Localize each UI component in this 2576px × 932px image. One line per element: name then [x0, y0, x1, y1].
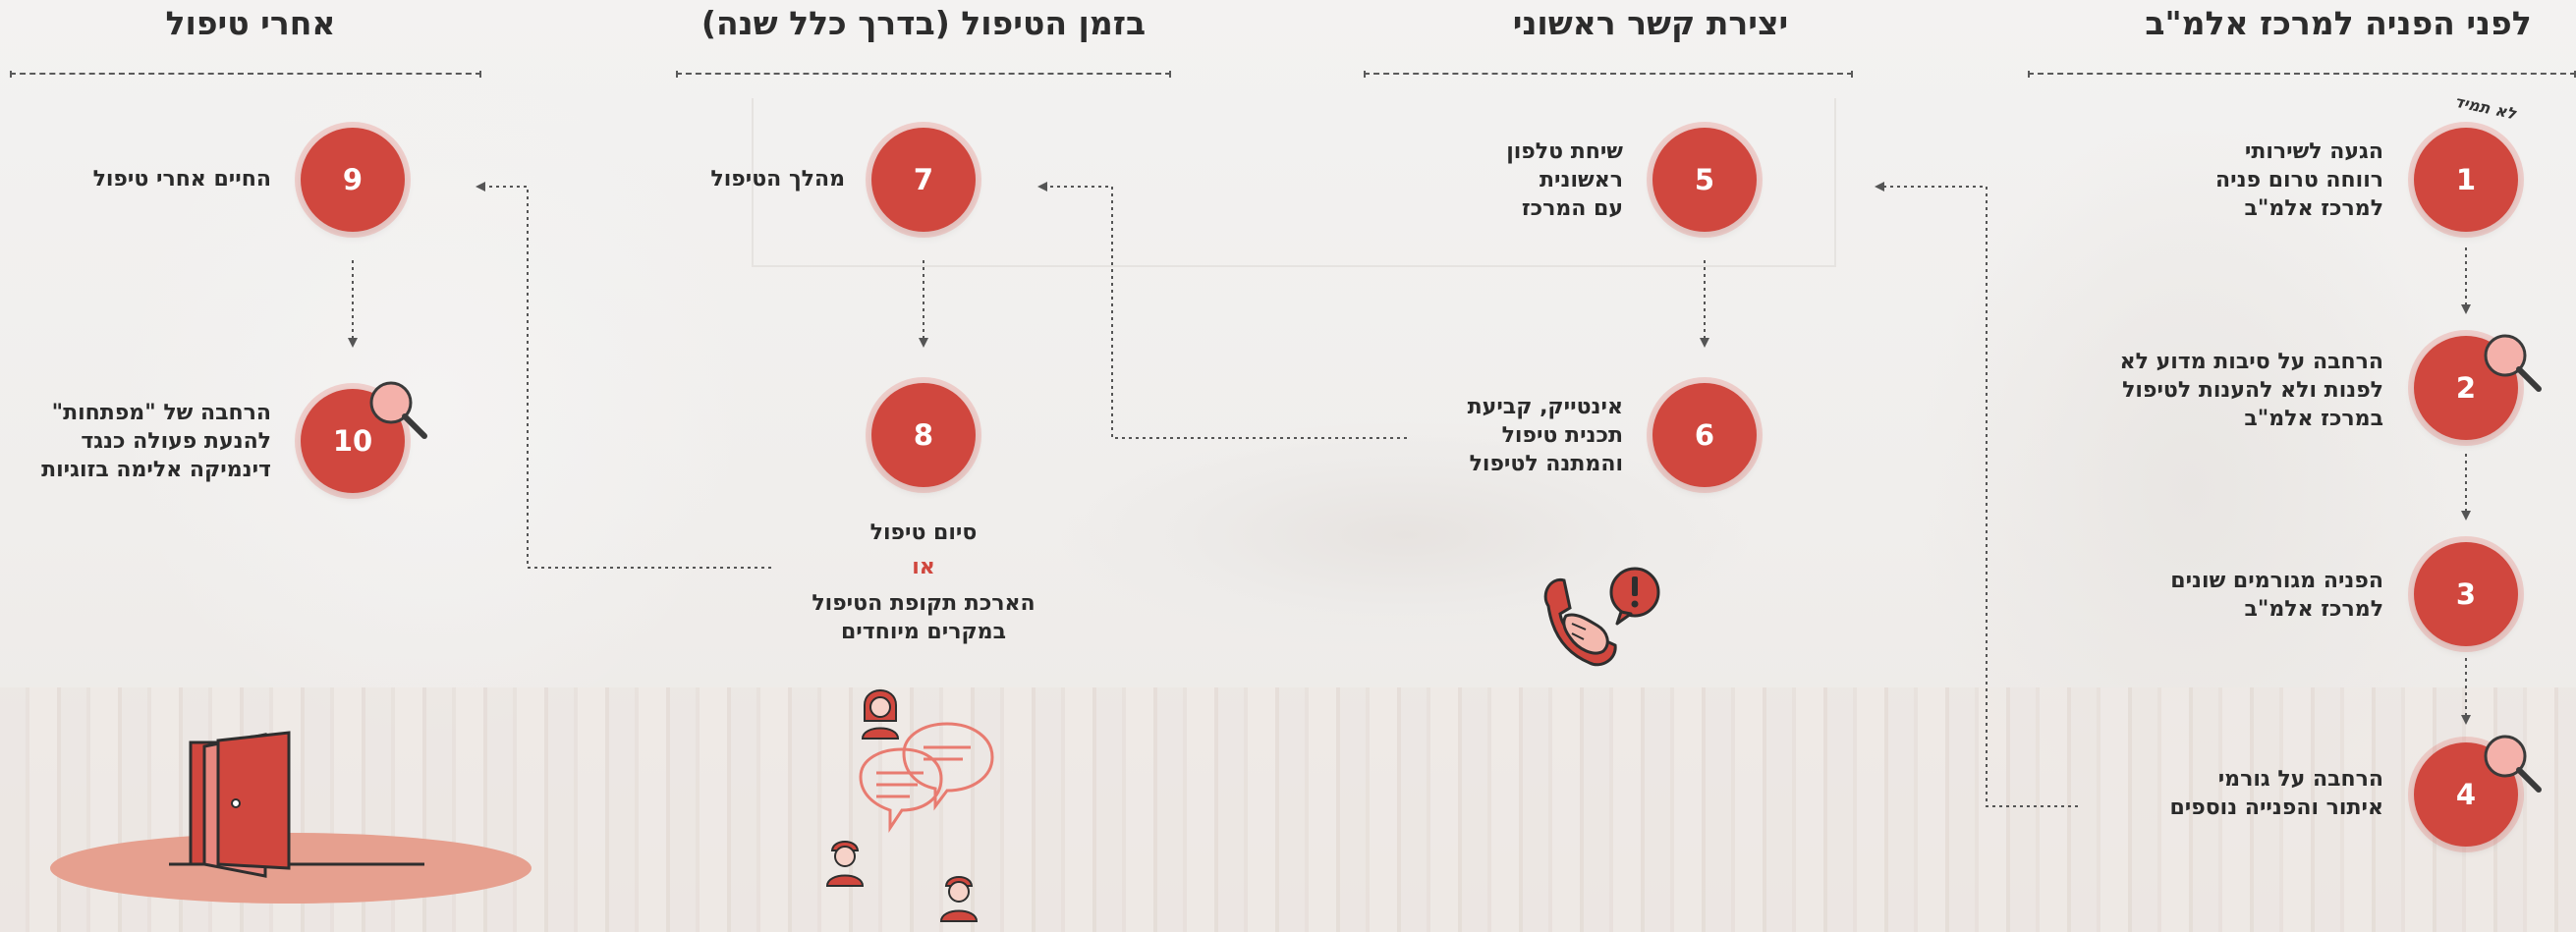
step-circle-1: 1 — [2414, 128, 2518, 232]
magnifier-icon — [2484, 334, 2542, 392]
step-circle-5: 5 — [1652, 128, 1757, 232]
step-circle-3: 3 — [2414, 542, 2518, 646]
section-title-during-treatment: בזמן הטיפול (בדרך כלל שנה) — [700, 4, 1147, 42]
section-divider — [676, 71, 1171, 78]
step-circle-8: 8 — [871, 383, 976, 487]
person-icon — [861, 689, 900, 740]
arrow-6-to-7 — [1037, 182, 1407, 439]
section-divider — [2028, 71, 2576, 78]
step-circle-9: 9 — [301, 128, 405, 232]
arrow-8-to-9 — [476, 182, 771, 569]
step-8-outcome: סיום טיפול או הארכת תקופת הטיפול במקרים … — [812, 521, 1036, 644]
step-label-7: מהלך הטיפול — [710, 167, 845, 192]
section-divider — [1364, 71, 1853, 78]
person-icon — [939, 876, 979, 922]
person-icon — [825, 841, 865, 887]
section-divider — [10, 71, 481, 78]
magnifier-icon — [369, 381, 427, 439]
step-label-9: החיים אחרי טיפול — [92, 167, 271, 192]
section-title-initial-contact: יצירת קשר ראשוני — [1512, 4, 1789, 42]
step-circle-6: 6 — [1652, 383, 1757, 487]
section-title-after-treatment: אחרי טיפול — [165, 4, 336, 42]
magnifier-icon — [2484, 735, 2542, 793]
section-title-before-referral: לפני הפניה למרכז אלמ"ב — [2145, 4, 2532, 42]
arrow-4-to-5 — [1875, 182, 2078, 807]
step-circle-7: 7 — [871, 128, 976, 232]
